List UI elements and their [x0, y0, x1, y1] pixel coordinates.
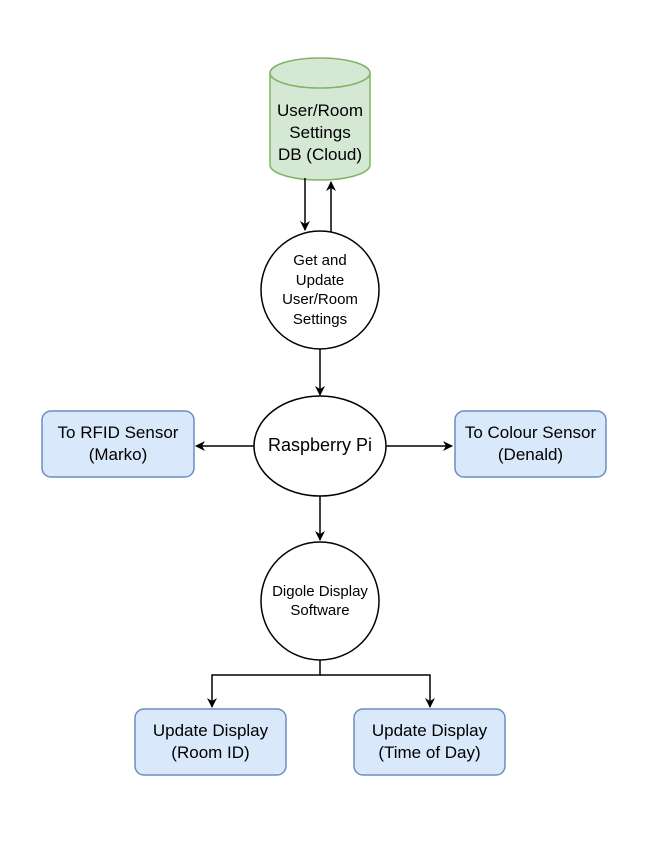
- rfid-box[interactable]: [41, 410, 195, 478]
- rfid-label: To RFID Sensor (Marko): [57, 422, 179, 464]
- edge-digole-to-time: [320, 674, 435, 708]
- update-room-label: Update Display (Room ID): [152, 720, 269, 762]
- update-time-box[interactable]: [353, 708, 506, 776]
- update-room-box[interactable]: [134, 708, 287, 776]
- colour-label: To Colour Sensor (Denald): [464, 422, 597, 464]
- get-update-label: Get and Update User/Room Settings: [282, 252, 358, 328]
- database-cylinder[interactable]: [269, 57, 371, 181]
- edge-digole-to-room: [207, 660, 321, 708]
- digole-label: Digole Display Software: [272, 582, 368, 620]
- colour-box[interactable]: [454, 410, 607, 478]
- database-label: User/Room Settings DB (Cloud): [277, 100, 363, 165]
- raspberry-pi-label: Raspberry Pi: [267, 435, 373, 456]
- update-time-label: Update Display (Time of Day): [371, 720, 488, 762]
